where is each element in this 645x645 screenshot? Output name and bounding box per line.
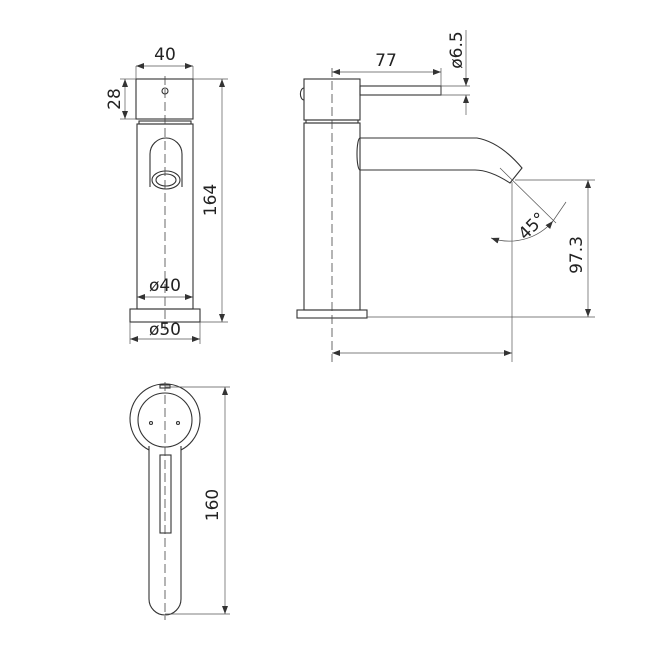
screw-hole: [175, 420, 181, 426]
dim-width: 40: [154, 45, 176, 65]
base: [129, 308, 201, 323]
side-view: 77 ø6.5 97.3 45°: [296, 30, 595, 362]
cap: [135, 78, 194, 120]
front-view: 40 28 164 ø40 ø50: [105, 45, 228, 344]
lever-handle: [148, 446, 182, 616]
dim-body-diameter: ø40: [149, 276, 181, 296]
lever-slot: [159, 454, 172, 534]
spout: [356, 137, 523, 184]
dim-spout-height: 97.3: [567, 236, 587, 274]
lever: [359, 85, 442, 96]
aerator-outer: [151, 170, 181, 190]
dim-length: 160: [203, 489, 223, 521]
dim-height: 164: [201, 184, 221, 216]
dim-spout-angle: 45°: [515, 209, 550, 244]
screw-hole: [148, 420, 154, 426]
dim-arc-spout-angle: [490, 220, 554, 244]
aerator-inner: [155, 173, 177, 187]
dim-lever-diameter: ø6.5: [447, 31, 467, 68]
dim-base-diameter: ø50: [149, 320, 181, 340]
dim-lever-length: 77: [375, 51, 397, 71]
top-view: 160: [129, 382, 230, 620]
cap-button: [299, 87, 305, 101]
spout-outline: [149, 137, 183, 187]
dim-cap-height: 28: [105, 88, 125, 110]
